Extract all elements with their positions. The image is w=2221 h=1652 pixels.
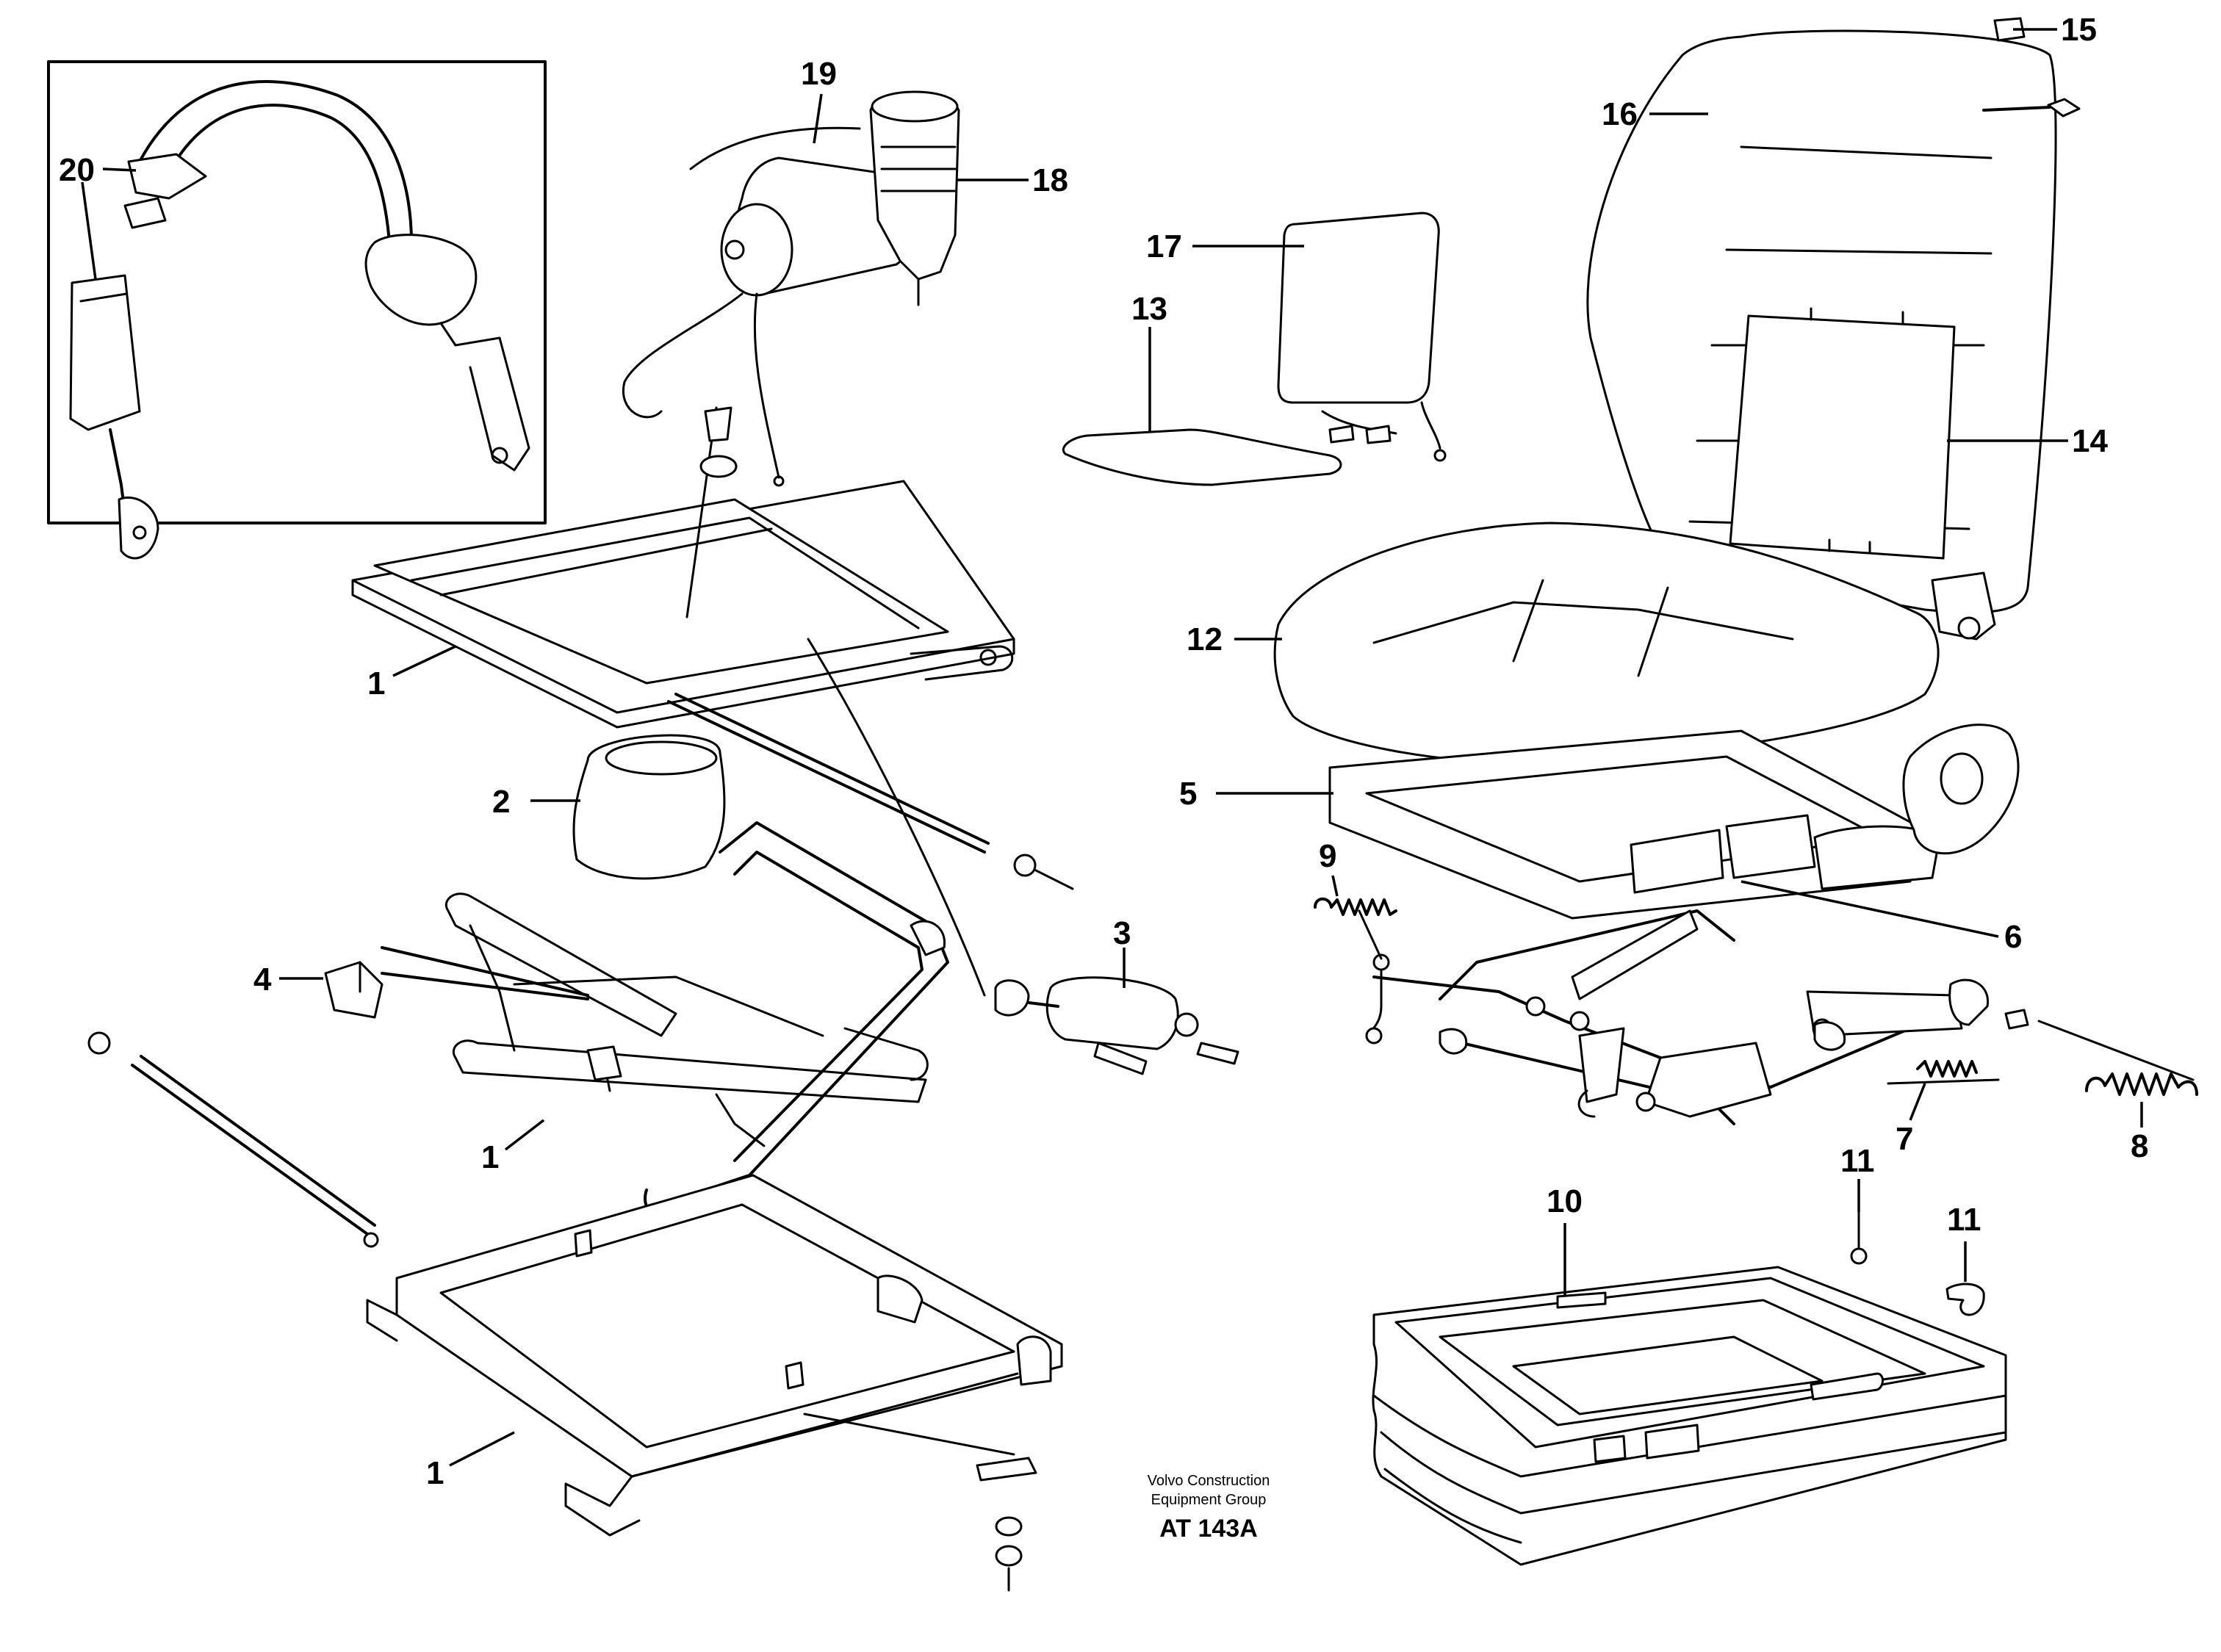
leader-1c [449,1431,515,1467]
leader-19 [813,93,823,144]
heating-pads [1062,212,1447,486]
bellows-cover [1372,1179,2007,1566]
callout-12: 12 [1187,621,1223,657]
callout-19: 19 [801,56,837,92]
callout-15: 15 [2061,12,2097,48]
leader-9 [1331,875,1339,897]
callout-3: 3 [1113,915,1131,951]
callout-1b: 1 [481,1139,499,1175]
callout-17: 17 [1146,228,1182,264]
bracket-4 [279,946,589,1019]
base-frame [366,1174,1063,1592]
damper-3 [807,638,1239,1075]
pad-13 [1062,428,1342,486]
callout-1c: 1 [426,1455,444,1491]
tension-rod-upper [667,693,1074,890]
publisher-line-2: Equipment Group [1151,1492,1267,1508]
callout-9: 9 [1319,838,1336,874]
lumbar-support-14 [1729,314,1956,560]
spring-9 [1314,897,1397,916]
drawing-code: AT 143A [1159,1515,1258,1543]
leader-6 [1741,880,1999,938]
seat-belt-inset [47,60,547,560]
callout-11a: 11 [1840,1143,1875,1179]
callout-7: 7 [1896,1121,1913,1157]
leader-20 [102,167,137,172]
seat-assembly [1234,17,2081,765]
callout-labels: 20 19 18 17 16 15 14 13 12 5 6 9 7 8 10 … [59,12,2148,1491]
drawing-caption: Volvo Construction Equipment Group AT 14… [1148,1473,1270,1543]
callout-14: 14 [2072,423,2108,459]
upper-seat-frame [351,406,1015,729]
publisher-line-1: Volvo Construction [1148,1473,1270,1489]
callout-5: 5 [1179,776,1197,812]
tension-rod-lower [87,1031,379,1248]
callout-20: 20 [59,152,95,188]
slide-frame [1216,724,2020,938]
callout-4: 4 [253,962,272,998]
air-bag [530,734,726,880]
spring-8 [2085,1072,2198,1096]
callout-11b: 11 [1947,1202,1981,1238]
callout-2: 2 [492,784,510,820]
callout-18: 18 [1032,162,1068,198]
inset-frame [47,60,547,524]
leader-7 [1909,1083,1926,1121]
callout-10: 10 [1547,1183,1583,1219]
compressor-motor [622,90,1029,487]
callout-6: 6 [2004,919,2022,955]
callout-1a: 1 [367,666,385,701]
scissor-mechanism [444,821,949,1221]
leader-1a [392,645,456,677]
spring-7 [1916,1060,1978,1078]
callout-13: 13 [1131,291,1167,327]
pad-17 [1277,212,1440,404]
leader-1b [504,1119,545,1151]
callout-16: 16 [1602,96,1638,132]
adjuster-mechanism [1314,875,2198,1128]
callout-8: 8 [2131,1128,2148,1164]
cushion-12 [1273,522,1940,765]
